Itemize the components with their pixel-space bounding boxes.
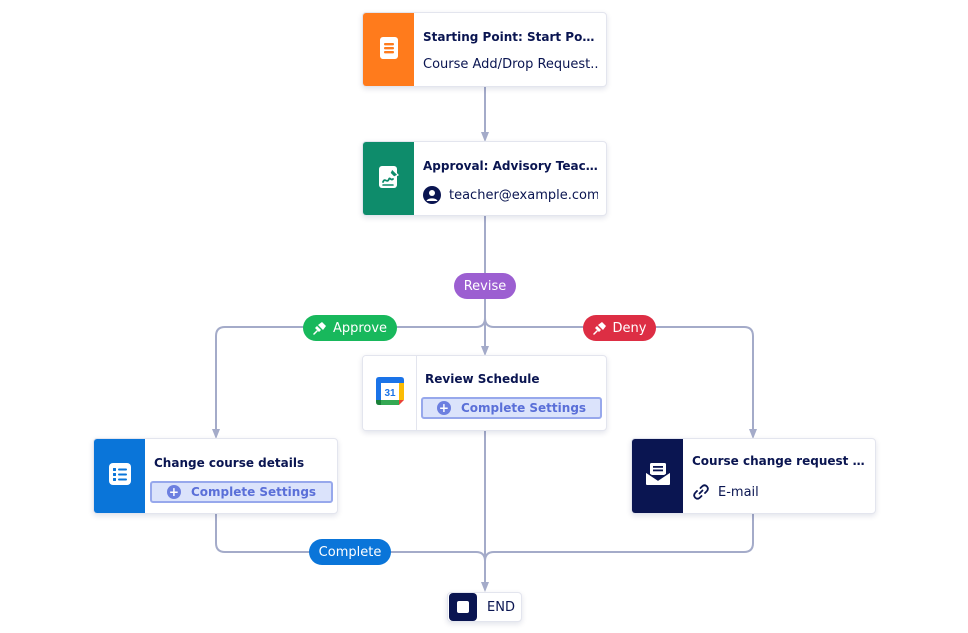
connector-deny-branch xyxy=(484,317,757,439)
plus-icon: + xyxy=(166,485,181,499)
calendar-day-label: 31 xyxy=(384,388,396,399)
start-node-title: Starting Point: Start Point: A... xyxy=(423,30,598,44)
review-complete-settings-button[interactable]: + Complete Settings xyxy=(421,397,602,419)
approval-node-assignee-row: teacher@example.com xyxy=(423,186,598,204)
review-schedule-node[interactable]: 31 Review Schedule + Complete Settings xyxy=(362,355,607,431)
email-node-icon-box xyxy=(632,439,683,513)
change-node-title: Change course details xyxy=(154,456,305,470)
review-complete-settings-label: Complete Settings xyxy=(460,401,587,415)
connector-approve-branch xyxy=(212,317,486,439)
plus-icon: + xyxy=(436,401,451,415)
deny-branch-pill[interactable]: Deny xyxy=(583,315,656,341)
revise-branch-label: Revise xyxy=(463,278,507,294)
deny-signature-icon xyxy=(592,321,607,335)
connector-email-end xyxy=(484,514,754,562)
approval-node-icon-box xyxy=(363,142,414,215)
approve-branch-label: Approve xyxy=(332,320,388,336)
link-icon xyxy=(692,483,710,501)
connector-change-end xyxy=(215,514,486,562)
deny-branch-label: Deny xyxy=(612,320,647,336)
email-node-type-row: E-mail xyxy=(692,483,867,501)
approve-branch-pill[interactable]: Approve xyxy=(303,315,397,341)
review-node-title: Review Schedule xyxy=(425,372,540,386)
approve-signature-icon xyxy=(313,321,327,335)
user-avatar-icon xyxy=(423,186,441,204)
revise-branch-pill[interactable]: Revise xyxy=(454,273,516,299)
start-node-subtitle: Course Add/Drop Request... xyxy=(423,57,598,72)
end-node[interactable]: END xyxy=(447,592,522,622)
form-icon xyxy=(378,36,400,64)
review-node-icon-box: 31 xyxy=(363,356,417,430)
rejection-email-node[interactable]: Course change request rejec... E-mail xyxy=(631,438,876,514)
end-square-icon xyxy=(449,593,477,621)
approval-node-title: Approval: Advisory Teacher xyxy=(423,159,598,173)
start-node-form-name: Course Add/Drop Request... xyxy=(423,57,598,72)
complete-branch-pill[interactable]: Complete xyxy=(309,539,391,565)
start-node[interactable]: Starting Point: Start Point: A... Course… xyxy=(362,12,607,87)
start-node-icon-box xyxy=(363,13,414,86)
change-complete-settings-label: Complete Settings xyxy=(190,485,317,499)
change-course-details-node[interactable]: Change course details + Complete Setting… xyxy=(93,438,338,514)
approval-signature-icon xyxy=(376,164,402,194)
task-list-icon xyxy=(108,462,132,490)
complete-branch-label: Complete xyxy=(318,544,382,560)
change-node-icon-box xyxy=(94,439,145,513)
email-envelope-icon xyxy=(644,461,672,491)
end-node-label: END xyxy=(487,599,515,615)
email-node-type: E-mail xyxy=(718,484,759,500)
change-complete-settings-button[interactable]: + Complete Settings xyxy=(150,481,333,503)
approval-node[interactable]: Approval: Advisory Teacher teacher@examp… xyxy=(362,141,607,216)
google-calendar-icon: 31 xyxy=(375,376,405,410)
email-node-title: Course change request rejec... xyxy=(692,454,867,468)
approval-node-assignee: teacher@example.com xyxy=(449,187,598,203)
